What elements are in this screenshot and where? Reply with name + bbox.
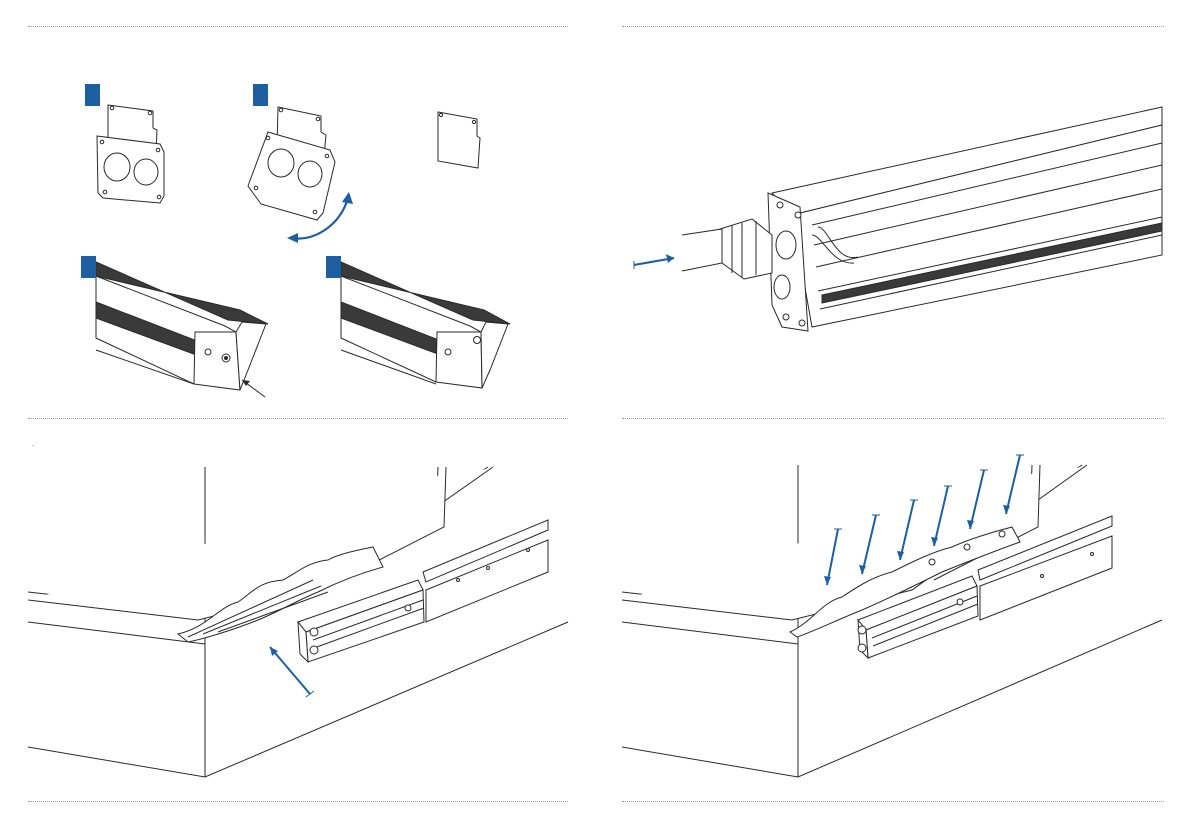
- top-divider-right: [622, 26, 1164, 27]
- end-cap-illustrations: [60, 70, 550, 405]
- step-badge-3: [81, 256, 96, 278]
- panel-end-cap-assembly: [60, 70, 550, 405]
- panel-wall-mount-press: [622, 452, 1167, 782]
- wall-press-illustration: [622, 452, 1167, 782]
- panel-wall-mount-insert: [28, 462, 573, 782]
- wall-insert-illustration: [28, 462, 573, 782]
- step-badge-2: [253, 84, 268, 106]
- panel-cable-gland-profile: [622, 95, 1167, 340]
- screw-icon: [224, 356, 228, 360]
- top-divider-left: [28, 26, 568, 27]
- cable-gland-illustration: [622, 95, 1167, 340]
- middle-divider-right: [622, 418, 1164, 419]
- step-badge-4: [326, 256, 341, 278]
- corner-mark: .: [32, 442, 34, 448]
- bottom-divider-left: [28, 801, 568, 802]
- bottom-divider-right: [622, 801, 1164, 802]
- middle-divider-left: [28, 418, 568, 419]
- step-badge-1: [85, 84, 100, 106]
